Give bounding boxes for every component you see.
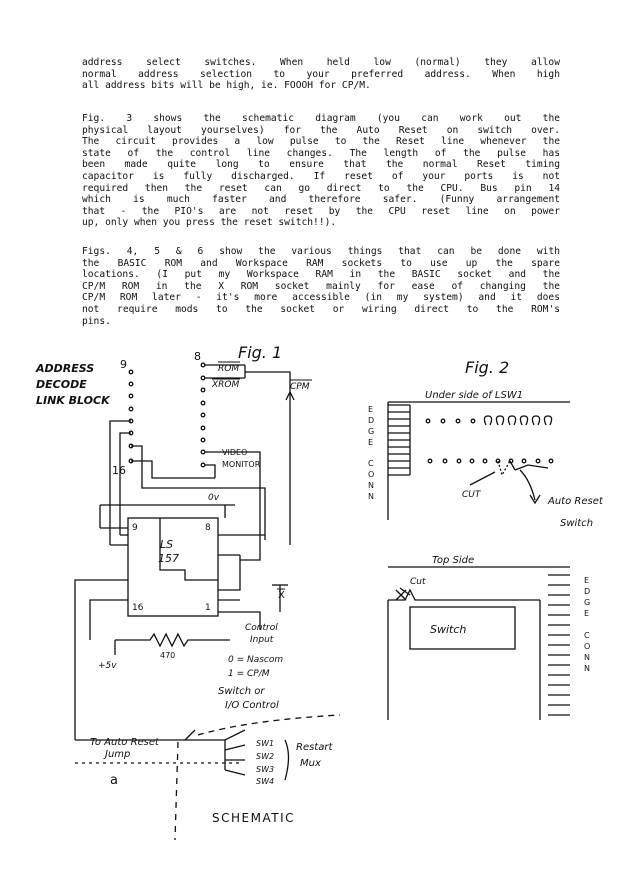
legend-cpm: 1 = CP/M	[228, 669, 270, 679]
svg-text:E: E	[584, 576, 589, 585]
svg-text:N: N	[584, 664, 590, 673]
text-line: state of the control line changes. The l…	[82, 147, 560, 159]
paragraph-3: Figs. 4, 5 & 6 show the various things t…	[82, 246, 560, 327]
xrom-label: XROM	[211, 380, 240, 390]
cut-label: CUT	[462, 490, 482, 500]
text-line: all address bits will be high, ie. FOOOH…	[82, 80, 371, 92]
chip-name-line2: 157	[158, 552, 179, 565]
edge-conn-bottom-label: E D G E C O N N	[584, 576, 590, 673]
edge-conn-top-label: E D G E C O N N	[368, 405, 374, 501]
legend-nascom: 0 = Nascom	[228, 655, 283, 665]
chip-pin-16: 16	[132, 603, 144, 613]
svg-text:N: N	[368, 481, 374, 490]
svg-text:O: O	[584, 642, 590, 651]
auto-reset-line1: To Auto Reset	[90, 737, 160, 748]
svg-text:C: C	[368, 459, 374, 468]
svg-text:N: N	[584, 653, 590, 662]
text-line: normal address selection to your preferr…	[82, 68, 560, 80]
fig2-title: Fig. 2	[465, 358, 509, 377]
text-line: capacitor is fully discharged. If reset …	[82, 170, 560, 182]
switch-or-line2: I/O Control	[225, 700, 279, 711]
text-line: The circuit provides a low pulse to the …	[82, 136, 560, 148]
fig1-title: Fig. 1	[238, 343, 282, 362]
pin-9-label: 9	[120, 358, 127, 371]
text-line: the BASIC ROM and Workspace RAM sockets …	[82, 257, 560, 269]
svg-text:E: E	[368, 438, 373, 447]
block-label-line1: ADDRESS	[35, 362, 94, 375]
under-side-label: Under side of LSW1	[425, 390, 523, 401]
schematic-label: SCHEMATIC	[212, 811, 295, 825]
sw2-label: SW2	[256, 752, 274, 761]
auto-reset-line2: Jump	[103, 749, 130, 760]
svg-text:G: G	[368, 427, 374, 436]
auto-reset-switch-line2: Switch	[560, 518, 593, 529]
link-block-pins	[128, 362, 206, 468]
paragraph-1: address select switches. When held low (…	[82, 57, 560, 92]
pad-row-top	[425, 415, 553, 426]
monitor-label: MONITOR	[222, 460, 261, 469]
sw4-label: SW4	[256, 777, 274, 786]
svg-text:O: O	[368, 470, 374, 479]
text-line: pins.	[82, 315, 111, 327]
top-side-label: Top Side	[432, 555, 474, 566]
text-line: been made quite long to ensure that the …	[82, 159, 560, 171]
pad-row-bottom	[427, 458, 554, 464]
text-line: required then the reset can go direct to…	[82, 182, 560, 194]
svg-text:D: D	[584, 587, 590, 596]
switch-box	[409, 606, 516, 650]
paragraph-2: Fig. 3 shows the schematic diagram (you …	[82, 113, 560, 229]
chip-pin-9: 9	[132, 523, 138, 533]
edge-conn-bottom	[548, 574, 570, 716]
text-line: address select switches. When held low (…	[82, 57, 560, 68]
chip-pin-1: 1	[205, 603, 211, 613]
text-line: not require mods to the socket or wiring…	[82, 303, 560, 315]
x-bar-label: X	[278, 590, 285, 601]
ov-label: 0v	[208, 493, 220, 503]
svg-text:E: E	[584, 609, 589, 618]
auto-reset-switch-line1: Auto Reset	[547, 496, 604, 507]
chip-name-line1: LS	[160, 538, 173, 551]
block-label-line3: LINK BLOCK	[36, 394, 111, 407]
svg-text:C: C	[584, 631, 590, 640]
resistor-label: 470	[160, 651, 175, 660]
text-line: physical layout yourselves) for the Auto…	[82, 124, 560, 136]
cpm-label: CPM	[290, 382, 310, 392]
switch-box-label: Switch	[430, 623, 466, 636]
text-line: up, only when you press the reset switch…	[82, 217, 337, 229]
restart-label: Restart	[296, 742, 333, 753]
edge-conn-top	[388, 404, 410, 476]
text-line: locations. (I put my Workspace RAM in th…	[82, 269, 560, 281]
sw3-label: SW3	[256, 765, 274, 774]
a-label: a	[110, 773, 118, 788]
control-input-line2: Input	[250, 635, 274, 645]
switch-or-line1: Switch or	[218, 686, 265, 697]
pin-16-label: 16	[112, 464, 126, 477]
cut-top-label: Cut	[410, 577, 426, 587]
text-line: Figs. 4, 5 & 6 show the various things t…	[82, 246, 560, 257]
sw1-label: SW1	[256, 739, 274, 748]
text-line: Fig. 3 shows the schematic diagram (you …	[82, 113, 560, 124]
ls157-chip	[127, 517, 219, 617]
block-label-line2: DECODE	[36, 378, 87, 391]
plus5v-label: +5v	[98, 661, 117, 671]
pin-8-label: 8	[194, 350, 201, 363]
svg-text:G: G	[584, 598, 590, 607]
control-input-line1: Control	[245, 623, 278, 633]
svg-text:D: D	[368, 416, 374, 425]
text-line: that - the PIO's are not reset by the CP…	[82, 205, 560, 217]
chip-pin-8: 8	[205, 523, 211, 533]
text-line: CP/M ROM later - it's more accessible (i…	[82, 292, 560, 304]
text-line: which is much faster and therefore safer…	[82, 194, 560, 206]
video-label: VIDEO	[222, 448, 247, 457]
text-line: CP/M ROM in the X ROM socket mainly for …	[82, 280, 560, 292]
svg-text:E: E	[368, 405, 373, 414]
svg-text:N: N	[368, 492, 374, 501]
mux-label: Mux	[300, 758, 321, 769]
rom-label: ROM	[218, 364, 239, 374]
